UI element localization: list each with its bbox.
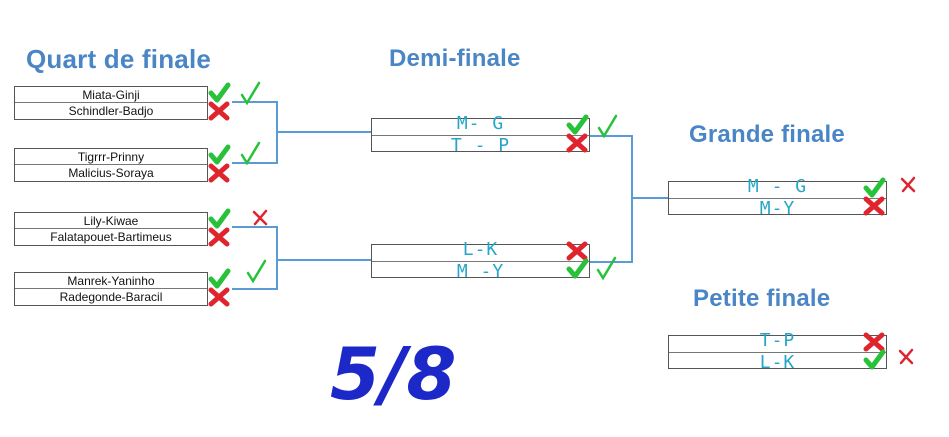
match-third-place: T-P L-K bbox=[668, 329, 887, 373]
match-quarter-1: Miata-Ginji Schindler-Badjo bbox=[14, 86, 208, 120]
check-icon bbox=[863, 349, 886, 370]
check-icon bbox=[863, 177, 886, 198]
cross-icon bbox=[208, 101, 230, 121]
match-grand-final: M - G M-Y bbox=[668, 175, 887, 219]
handwritten-score: 5/8 bbox=[330, 332, 457, 416]
match-quarter-4: Manrek-Yaninho Radegonde-Baracil bbox=[14, 272, 208, 306]
team-name: Falatapouet-Bartimeus bbox=[50, 230, 172, 244]
cross-icon bbox=[208, 163, 230, 183]
cross-icon bbox=[566, 133, 588, 153]
handwritten-team: M- G bbox=[456, 112, 505, 134]
team-name: Manrek-Yaninho bbox=[15, 273, 207, 289]
cross-icon bbox=[863, 196, 885, 216]
prediction-correct-icon bbox=[240, 141, 261, 166]
prediction-correct-icon bbox=[246, 259, 267, 284]
check-icon bbox=[208, 268, 231, 289]
match-semi-2: L-K M -Y bbox=[371, 238, 590, 282]
match-quarter-2: Tigrrr-Prinny Malicius-Soraya bbox=[14, 148, 208, 182]
check-icon bbox=[208, 144, 231, 165]
match-quarter-3: Lily-Kiwae Falatapouet-Bartimeus bbox=[14, 212, 208, 246]
cross-icon bbox=[208, 287, 230, 307]
handwritten-team: M-Y bbox=[759, 197, 796, 219]
match-semi-1: M- G T - P bbox=[371, 112, 590, 156]
team-name: Miata-Ginji bbox=[15, 87, 207, 103]
cross-icon bbox=[863, 332, 885, 352]
check-icon bbox=[208, 208, 231, 229]
check-icon bbox=[208, 82, 231, 103]
handwritten-team: M - G bbox=[747, 175, 808, 197]
prediction-wrong-icon bbox=[898, 348, 914, 365]
cross-icon bbox=[566, 241, 588, 261]
heading-semi-finals: Demi-finale bbox=[389, 45, 521, 72]
prediction-wrong-icon bbox=[252, 209, 268, 226]
check-icon bbox=[566, 114, 589, 135]
prediction-wrong-icon bbox=[900, 176, 916, 193]
heading-quarter-finals: Quart de finale bbox=[26, 44, 212, 74]
team-name: Radegonde-Baracil bbox=[59, 290, 163, 304]
handwritten-team: T - P bbox=[450, 134, 511, 156]
team-name: Lily-Kiwae bbox=[15, 213, 207, 229]
team-name: Malicius-Soraya bbox=[68, 166, 154, 180]
cross-icon bbox=[208, 227, 230, 247]
heading-grand-final: Grande finale bbox=[689, 121, 845, 148]
team-name: Schindler-Badjo bbox=[68, 104, 154, 118]
prediction-correct-icon bbox=[597, 114, 618, 139]
prediction-correct-icon bbox=[596, 256, 617, 281]
heading-third-place: Petite finale bbox=[693, 285, 831, 312]
handwritten-team: L-K bbox=[759, 351, 796, 373]
handwritten-team: T-P bbox=[759, 329, 796, 351]
handwritten-team: L-K bbox=[462, 238, 499, 260]
handwritten-team: M -Y bbox=[456, 260, 505, 282]
check-icon bbox=[566, 258, 589, 279]
team-name: Tigrrr-Prinny bbox=[15, 149, 207, 165]
prediction-correct-icon bbox=[240, 81, 261, 106]
